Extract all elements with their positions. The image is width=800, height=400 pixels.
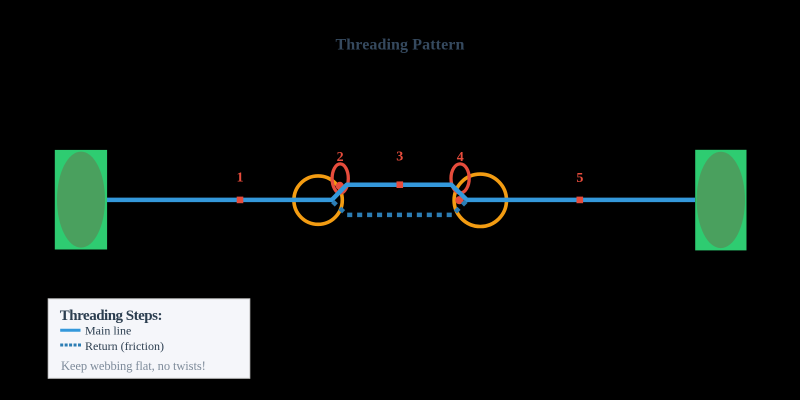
svg-text:Threading Pattern: Threading Pattern bbox=[336, 37, 465, 54]
svg-text:Return (friction): Return (friction) bbox=[85, 339, 164, 353]
svg-text:Main line: Main line bbox=[85, 324, 131, 338]
svg-text:2: 2 bbox=[337, 150, 344, 165]
svg-text:4: 4 bbox=[457, 150, 464, 165]
svg-text:5: 5 bbox=[576, 171, 583, 186]
svg-text:Keep webbing flat, no twists!: Keep webbing flat, no twists! bbox=[61, 359, 206, 373]
svg-text:1: 1 bbox=[237, 170, 244, 185]
svg-text:Threading Steps:: Threading Steps: bbox=[60, 308, 162, 324]
svg-text:3: 3 bbox=[396, 150, 403, 165]
